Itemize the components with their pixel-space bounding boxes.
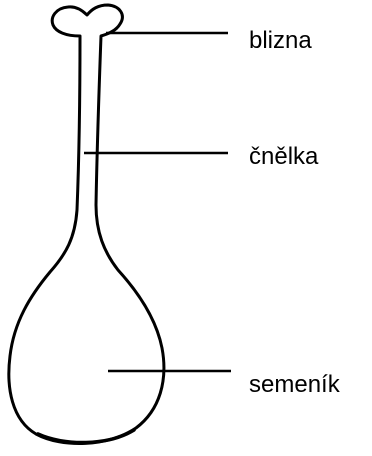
ovary-label: semeník: [249, 371, 340, 398]
stigma-label: blizna: [249, 27, 312, 54]
pistil-outline: [7, 3, 166, 446]
ovary-base-thickening: [36, 428, 136, 445]
style-label: čnělka: [249, 143, 319, 170]
